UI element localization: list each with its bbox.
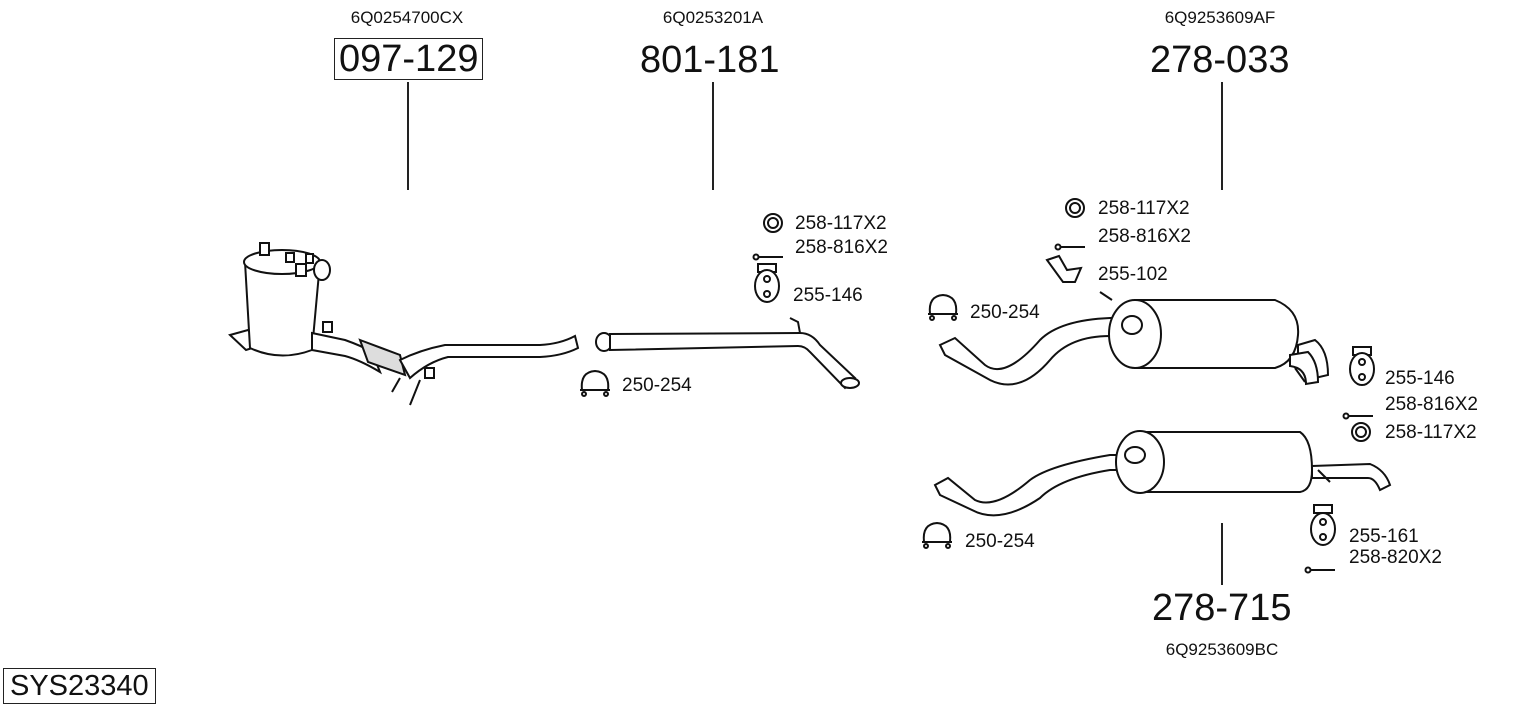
accessory-label[interactable]: 250-254 (970, 302, 1040, 323)
accessory-label[interactable]: 258-816X2 (1385, 394, 1478, 415)
ring-gasket-icon (1064, 197, 1086, 224)
part-number-278-033[interactable]: 278-033 (1150, 39, 1290, 81)
bracket-icon (1045, 252, 1085, 293)
dpf-inlet (313, 259, 331, 281)
oem-number-097-129: 6Q0254700CX (350, 8, 464, 27)
inlet-hole (1121, 315, 1143, 335)
sensor-port (305, 253, 314, 264)
accessory-label[interactable]: 258-117X2 (795, 213, 887, 234)
accessory-label[interactable]: 258-117X2 (1098, 198, 1190, 219)
clamp-icon (926, 292, 960, 327)
accessory-label[interactable]: 258-117X2 (1385, 422, 1477, 443)
outlet-pipe-lower (1289, 350, 1320, 386)
clamp-icon (920, 520, 954, 555)
bolt-icon (1342, 407, 1374, 425)
accessory-label[interactable]: 255-102 (1098, 264, 1168, 285)
oem-number-801-181: 6Q0253201A (662, 8, 764, 27)
flex-pipe (358, 338, 407, 377)
rear-silencer-278-715-drawing[interactable] (933, 430, 1392, 517)
front-pipe (398, 334, 580, 380)
sensor-wire (391, 377, 421, 406)
accessory-label[interactable]: 258-820X2 (1349, 547, 1442, 568)
rear-silencer-278-033-drawing[interactable] (938, 291, 1330, 386)
diesel-particulate-filter-drawing[interactable] (228, 242, 580, 406)
hanger-rod (1099, 291, 1306, 383)
part-number-801-181[interactable]: 801-181 (640, 39, 780, 81)
pipe-bracket (424, 367, 435, 379)
accessory-label[interactable]: 255-146 (793, 285, 863, 306)
rubber-hanger-icon (1308, 503, 1338, 552)
system-id: SYS23340 (3, 668, 156, 704)
hanger-rod (789, 317, 801, 334)
sensor-port (322, 321, 333, 333)
leader-line (1221, 82, 1223, 190)
leader-line (407, 82, 409, 190)
sensor-port (285, 252, 295, 263)
hanger-rod (1317, 469, 1331, 483)
bolt-icon (1054, 238, 1086, 256)
accessory-label[interactable]: 258-816X2 (1098, 226, 1191, 247)
oem-number-278-715: 6Q9253609BC (1165, 640, 1279, 659)
sensor-port (259, 242, 270, 256)
rubber-hanger-icon (752, 262, 782, 309)
dpf-tab (295, 263, 307, 277)
silencer-body (1134, 299, 1300, 369)
clamp-icon (578, 368, 612, 403)
front-pipe-section (311, 331, 383, 375)
part-number-097-129[interactable]: 097-129 (334, 38, 484, 80)
intermediate-pipe-drawing[interactable] (595, 317, 860, 390)
ring-gasket-icon (762, 212, 784, 239)
leader-line (712, 82, 714, 190)
accessory-label[interactable]: 255-161 (1349, 526, 1419, 547)
bolt-icon (752, 248, 784, 266)
accessory-label[interactable]: 255-146 (1385, 368, 1455, 389)
silencer-body (1139, 431, 1314, 493)
pipe-outlet (840, 377, 860, 389)
tailpipe (1311, 462, 1392, 492)
ring-gasket-icon (1350, 421, 1372, 448)
accessory-label[interactable]: 250-254 (965, 531, 1035, 552)
leader-line (1221, 523, 1223, 585)
accessory-label[interactable]: 250-254 (622, 375, 692, 396)
inlet-pipe (933, 454, 1136, 517)
rubber-hanger-icon (1347, 345, 1377, 392)
bolt-icon (1304, 561, 1336, 579)
oem-number-278-033: 6Q9253609AF (1164, 8, 1276, 27)
accessory-label[interactable]: 258-816X2 (795, 237, 888, 258)
part-number-278-715[interactable]: 278-715 (1152, 587, 1292, 629)
inlet-hole (1124, 446, 1146, 464)
